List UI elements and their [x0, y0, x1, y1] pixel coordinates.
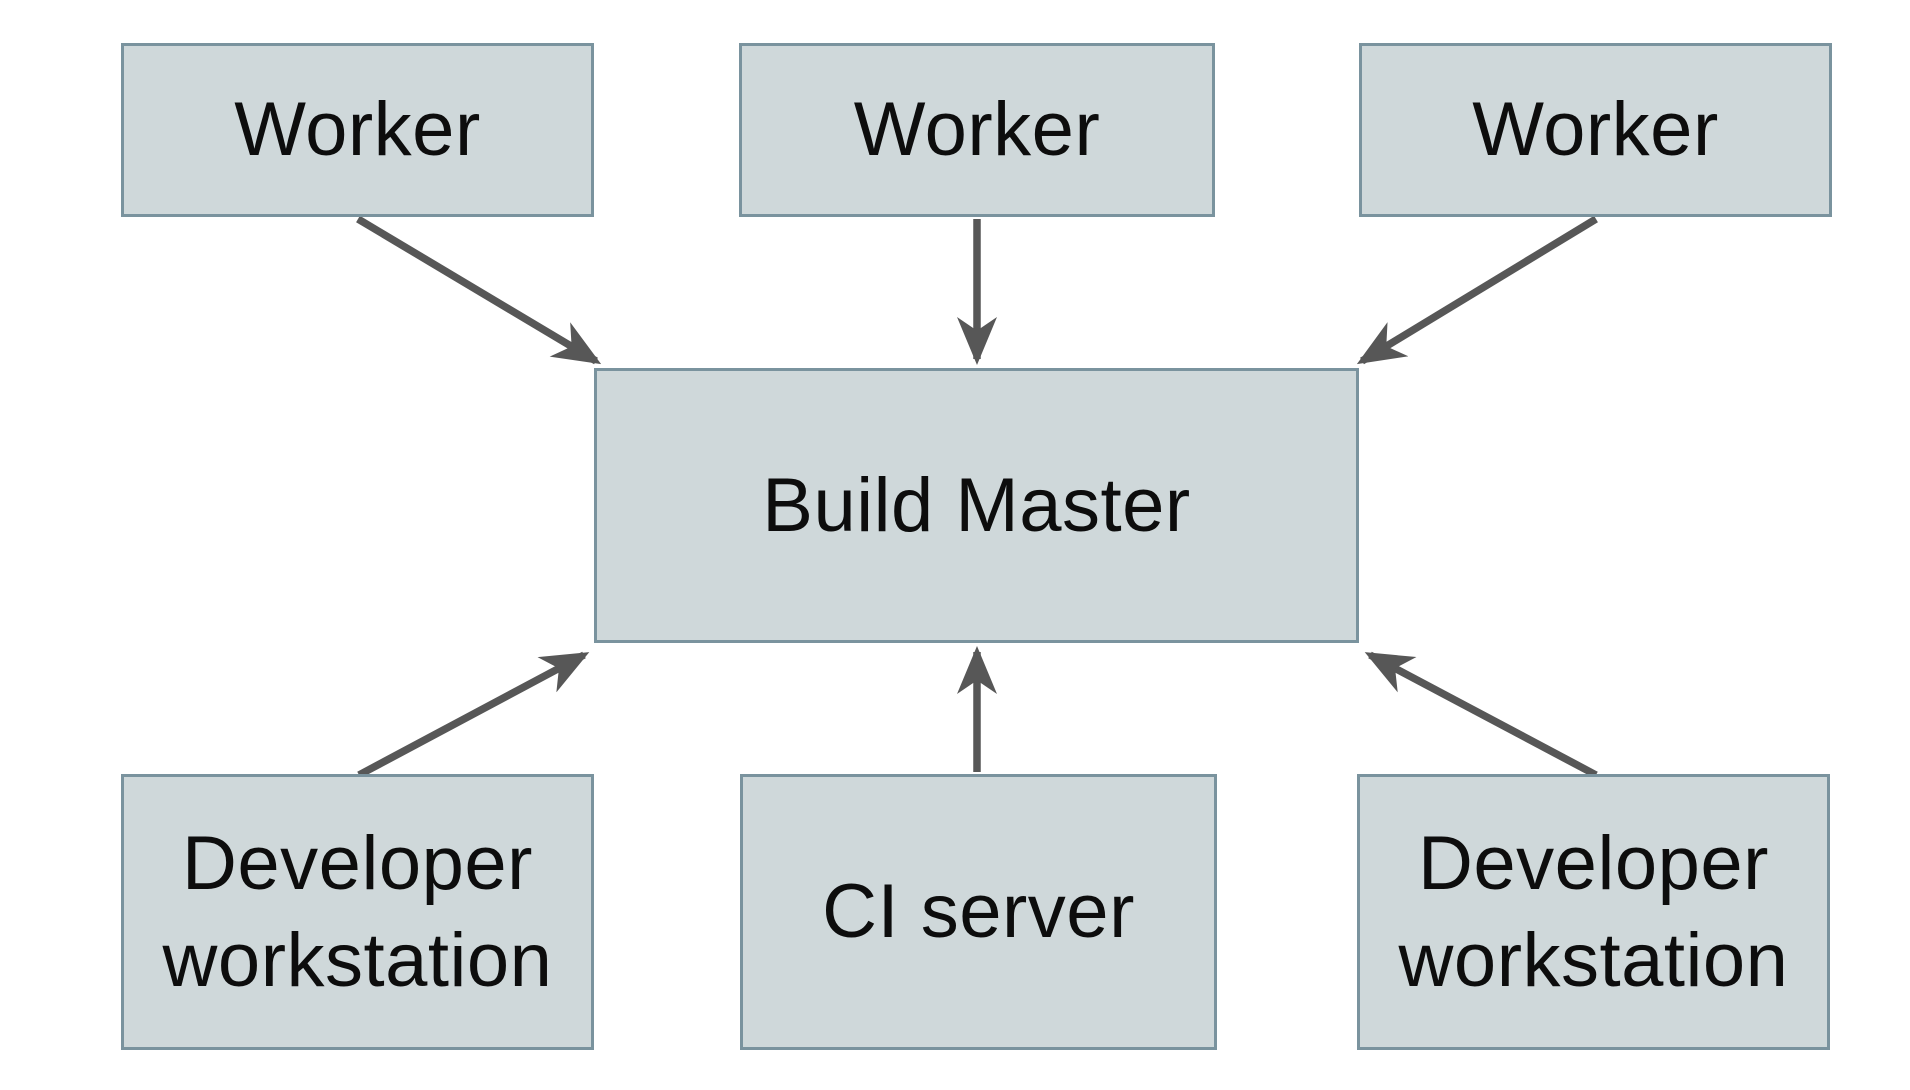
node-worker-2: Worker	[739, 43, 1215, 217]
edge-worker-3-to-build-master	[1356, 215, 1598, 365]
node-worker-2-label: Worker	[853, 87, 1101, 173]
edge-developer-workstation-1-to-build-master	[357, 651, 590, 779]
node-developer-workstation-1-label: Developer workstation	[162, 820, 553, 1003]
node-developer-workstation-2: Developer workstation	[1357, 774, 1830, 1050]
node-developer-workstation-2-label: Developer workstation	[1398, 820, 1789, 1003]
edge-worker-1-to-build-master	[356, 215, 602, 365]
node-worker-1-label: Worker	[234, 87, 481, 173]
node-worker-1: Worker	[121, 43, 594, 217]
node-build-master-label: Build Master	[762, 462, 1191, 548]
node-ci-server: CI server	[740, 774, 1217, 1050]
node-ci-server-label: CI server	[822, 869, 1135, 955]
node-worker-3-label: Worker	[1472, 87, 1719, 173]
node-developer-workstation-1: Developer workstation	[121, 774, 594, 1050]
node-build-master: Build Master	[594, 368, 1359, 643]
node-worker-3: Worker	[1359, 43, 1832, 217]
edge-developer-workstation-2-to-build-master	[1364, 651, 1598, 779]
